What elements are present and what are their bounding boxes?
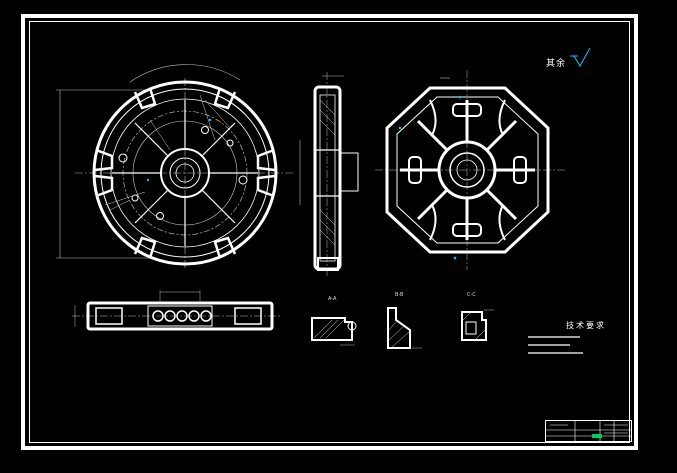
- front-view: [56, 64, 301, 270]
- title-block-lines: [545, 420, 632, 442]
- roughness-symbol-icon: [570, 47, 591, 67]
- roughness-note: 其余: [546, 59, 567, 69]
- section-label-c: C-C: [467, 292, 476, 298]
- plan-view: [72, 290, 280, 331]
- rear-view: [375, 70, 565, 270]
- section-label-a: A-A: [328, 296, 337, 302]
- drawing-border-outer: [21, 14, 638, 450]
- drawing-border-inner: [29, 21, 630, 443]
- title-block: [545, 420, 632, 442]
- side-view: [313, 72, 359, 278]
- rim-slots: [94, 87, 276, 259]
- section-label-b: B-B: [395, 292, 404, 298]
- title-block-mark: [592, 434, 602, 438]
- section-c: [461, 309, 494, 341]
- section-a: [311, 317, 357, 346]
- section-b: [387, 307, 422, 349]
- technical-requirements-lines: [528, 336, 583, 354]
- technical-requirements-title: 技术要求: [566, 321, 606, 330]
